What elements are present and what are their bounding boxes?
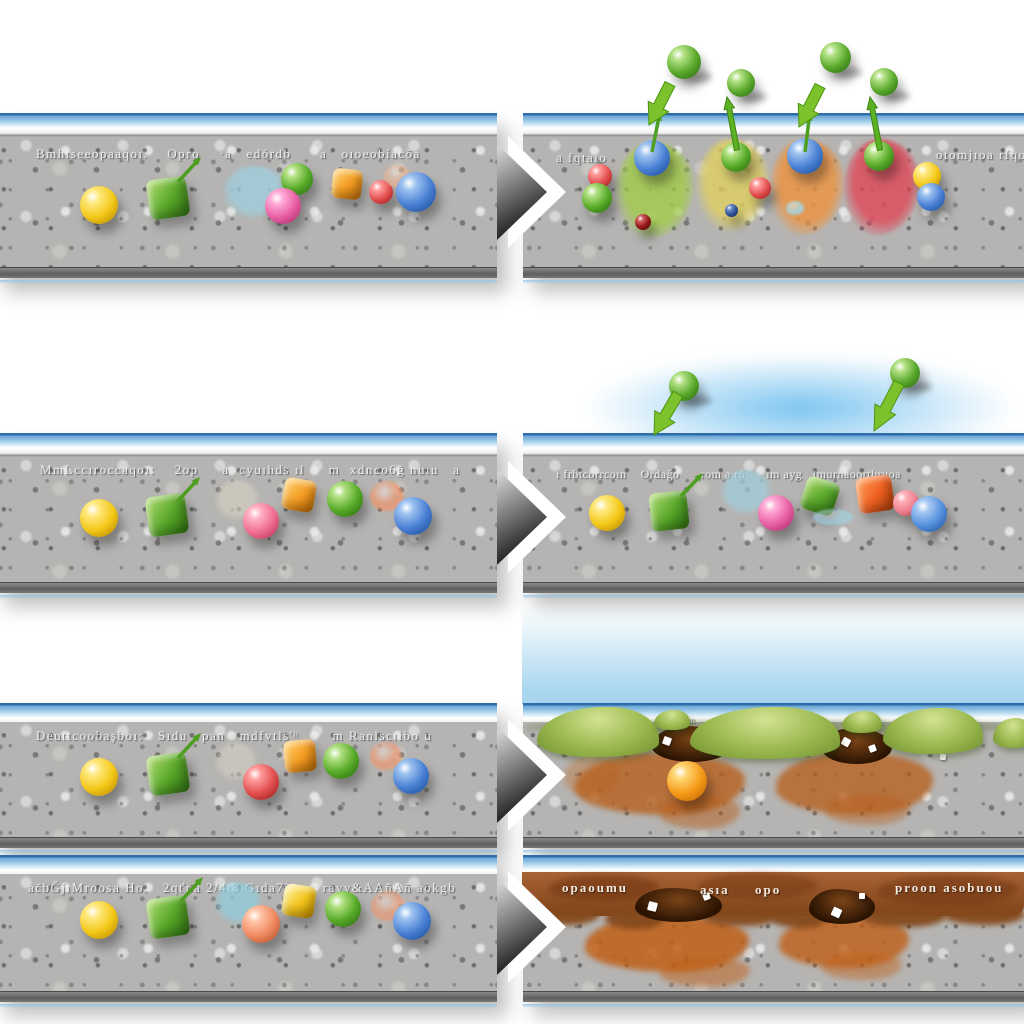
gem-red-sphere (243, 764, 279, 800)
gem-blue-sphere (393, 758, 429, 794)
gem-blue-sphere (394, 497, 432, 535)
blob-cyan-smear (813, 509, 853, 525)
gem-orange-sphere (667, 761, 707, 801)
release-stem (650, 112, 662, 153)
band-wave (863, 905, 947, 927)
release-stem-arrow (723, 95, 741, 152)
release-bolt-arrow (653, 390, 684, 436)
gem-green-sphere (327, 481, 363, 517)
panel-bottom-edge (523, 267, 1024, 278)
gem-blue-sphere (396, 172, 436, 212)
released-green-ball (727, 69, 755, 97)
gem-pink-sphere (243, 503, 279, 539)
ball-shadow (834, 66, 862, 78)
rust-stain (660, 795, 740, 829)
coating-stripe (0, 703, 497, 722)
gem-darkred-small (635, 214, 651, 230)
gem-green-sphere (325, 891, 361, 927)
panel-row4-before (0, 855, 497, 1008)
sprout-stem (179, 877, 203, 903)
ball-shadow (741, 92, 767, 102)
moss-clump (537, 707, 659, 757)
coating-stripe (0, 113, 497, 137)
gem-pink-sphere (758, 495, 794, 531)
panel-bottom-edge (0, 837, 497, 848)
release-bolt-arrow (873, 379, 905, 433)
sprout-stem (175, 477, 200, 504)
gem-green-small (582, 183, 612, 213)
moss-clump (654, 710, 690, 730)
sprout-stem (176, 733, 201, 760)
water-sky-gradient (522, 606, 1024, 704)
inscription-row2-before: MmLccıroccaqoı: 2op a cyuıhds ıl m xdnco… (40, 462, 461, 477)
sprout-stem (679, 473, 703, 498)
inscription-row1-after-left: a fqtaıo (556, 150, 608, 165)
coating-stripe (523, 433, 1024, 457)
release-bolt-arrow (797, 82, 826, 128)
coating-stripe (0, 855, 497, 874)
sprout-stem (176, 157, 201, 184)
release-stem (803, 112, 813, 153)
gem-blue-sphere (911, 496, 947, 532)
gem-yellow-sphere (80, 901, 118, 939)
released-green-ball (819, 41, 851, 73)
release-stem-arrow (866, 95, 884, 152)
gem-yellow-sphere (589, 495, 625, 531)
moss-clump (883, 708, 983, 754)
corrosion-label: opaoumu (562, 880, 629, 895)
moss-clump (690, 707, 840, 759)
ball-shadow (904, 382, 932, 392)
panel-bottom-edge (0, 267, 497, 278)
inscription-row3-before: Deuttcoobaşboı: Sıdu pan mdfvtls'ʰ m Ran… (36, 728, 433, 743)
band-wave (704, 906, 780, 926)
gem-salmon-sphere (242, 905, 280, 943)
rust-stain (826, 795, 910, 825)
moss-clump (842, 711, 882, 733)
gem-red-small (749, 177, 771, 199)
gem-green-sphere (323, 743, 359, 779)
coating-stripe (523, 855, 1024, 874)
inscription-row1-before: Bmhıseeopaaqoı. Opro ·a edórdb a oıoeobí… (36, 146, 421, 161)
gem-yellow-sphere (80, 499, 118, 537)
inscription-row1-after-right: otomjıoa rfqoma (936, 147, 1024, 162)
coating-stripe (523, 113, 1024, 137)
gem-navy-small (724, 203, 738, 217)
band-mottle (878, 875, 1018, 905)
released-green-ball (667, 45, 701, 79)
panel-bottom-edge (523, 837, 1024, 848)
panel-bottom-edge (0, 582, 497, 593)
band-mottle (698, 873, 818, 899)
salt-crystal (859, 893, 865, 899)
gem-yellow-sphere (80, 758, 118, 796)
corrosion-label: opo (755, 882, 782, 897)
gem-yellow-sphere (80, 186, 118, 224)
released-green-ball (870, 68, 898, 96)
corrosion-label: asıa (700, 882, 730, 897)
blob-cyan-bit (786, 201, 804, 215)
panel-bottom-edge (523, 582, 1024, 593)
panel-bottom-edge (0, 991, 497, 1002)
coating-stripe (0, 433, 497, 457)
gem-blue-sphere (393, 902, 431, 940)
release-bolt-arrow (647, 80, 676, 126)
panel-bottom-edge (523, 991, 1024, 1002)
ball-shadow (884, 91, 910, 101)
band-wave (945, 905, 1024, 925)
gem-pink-sphere (265, 188, 301, 224)
ball-shadow (682, 394, 712, 406)
corrosion-label: proon asobuou (895, 880, 1004, 895)
gem-blue-sphere (917, 183, 945, 211)
